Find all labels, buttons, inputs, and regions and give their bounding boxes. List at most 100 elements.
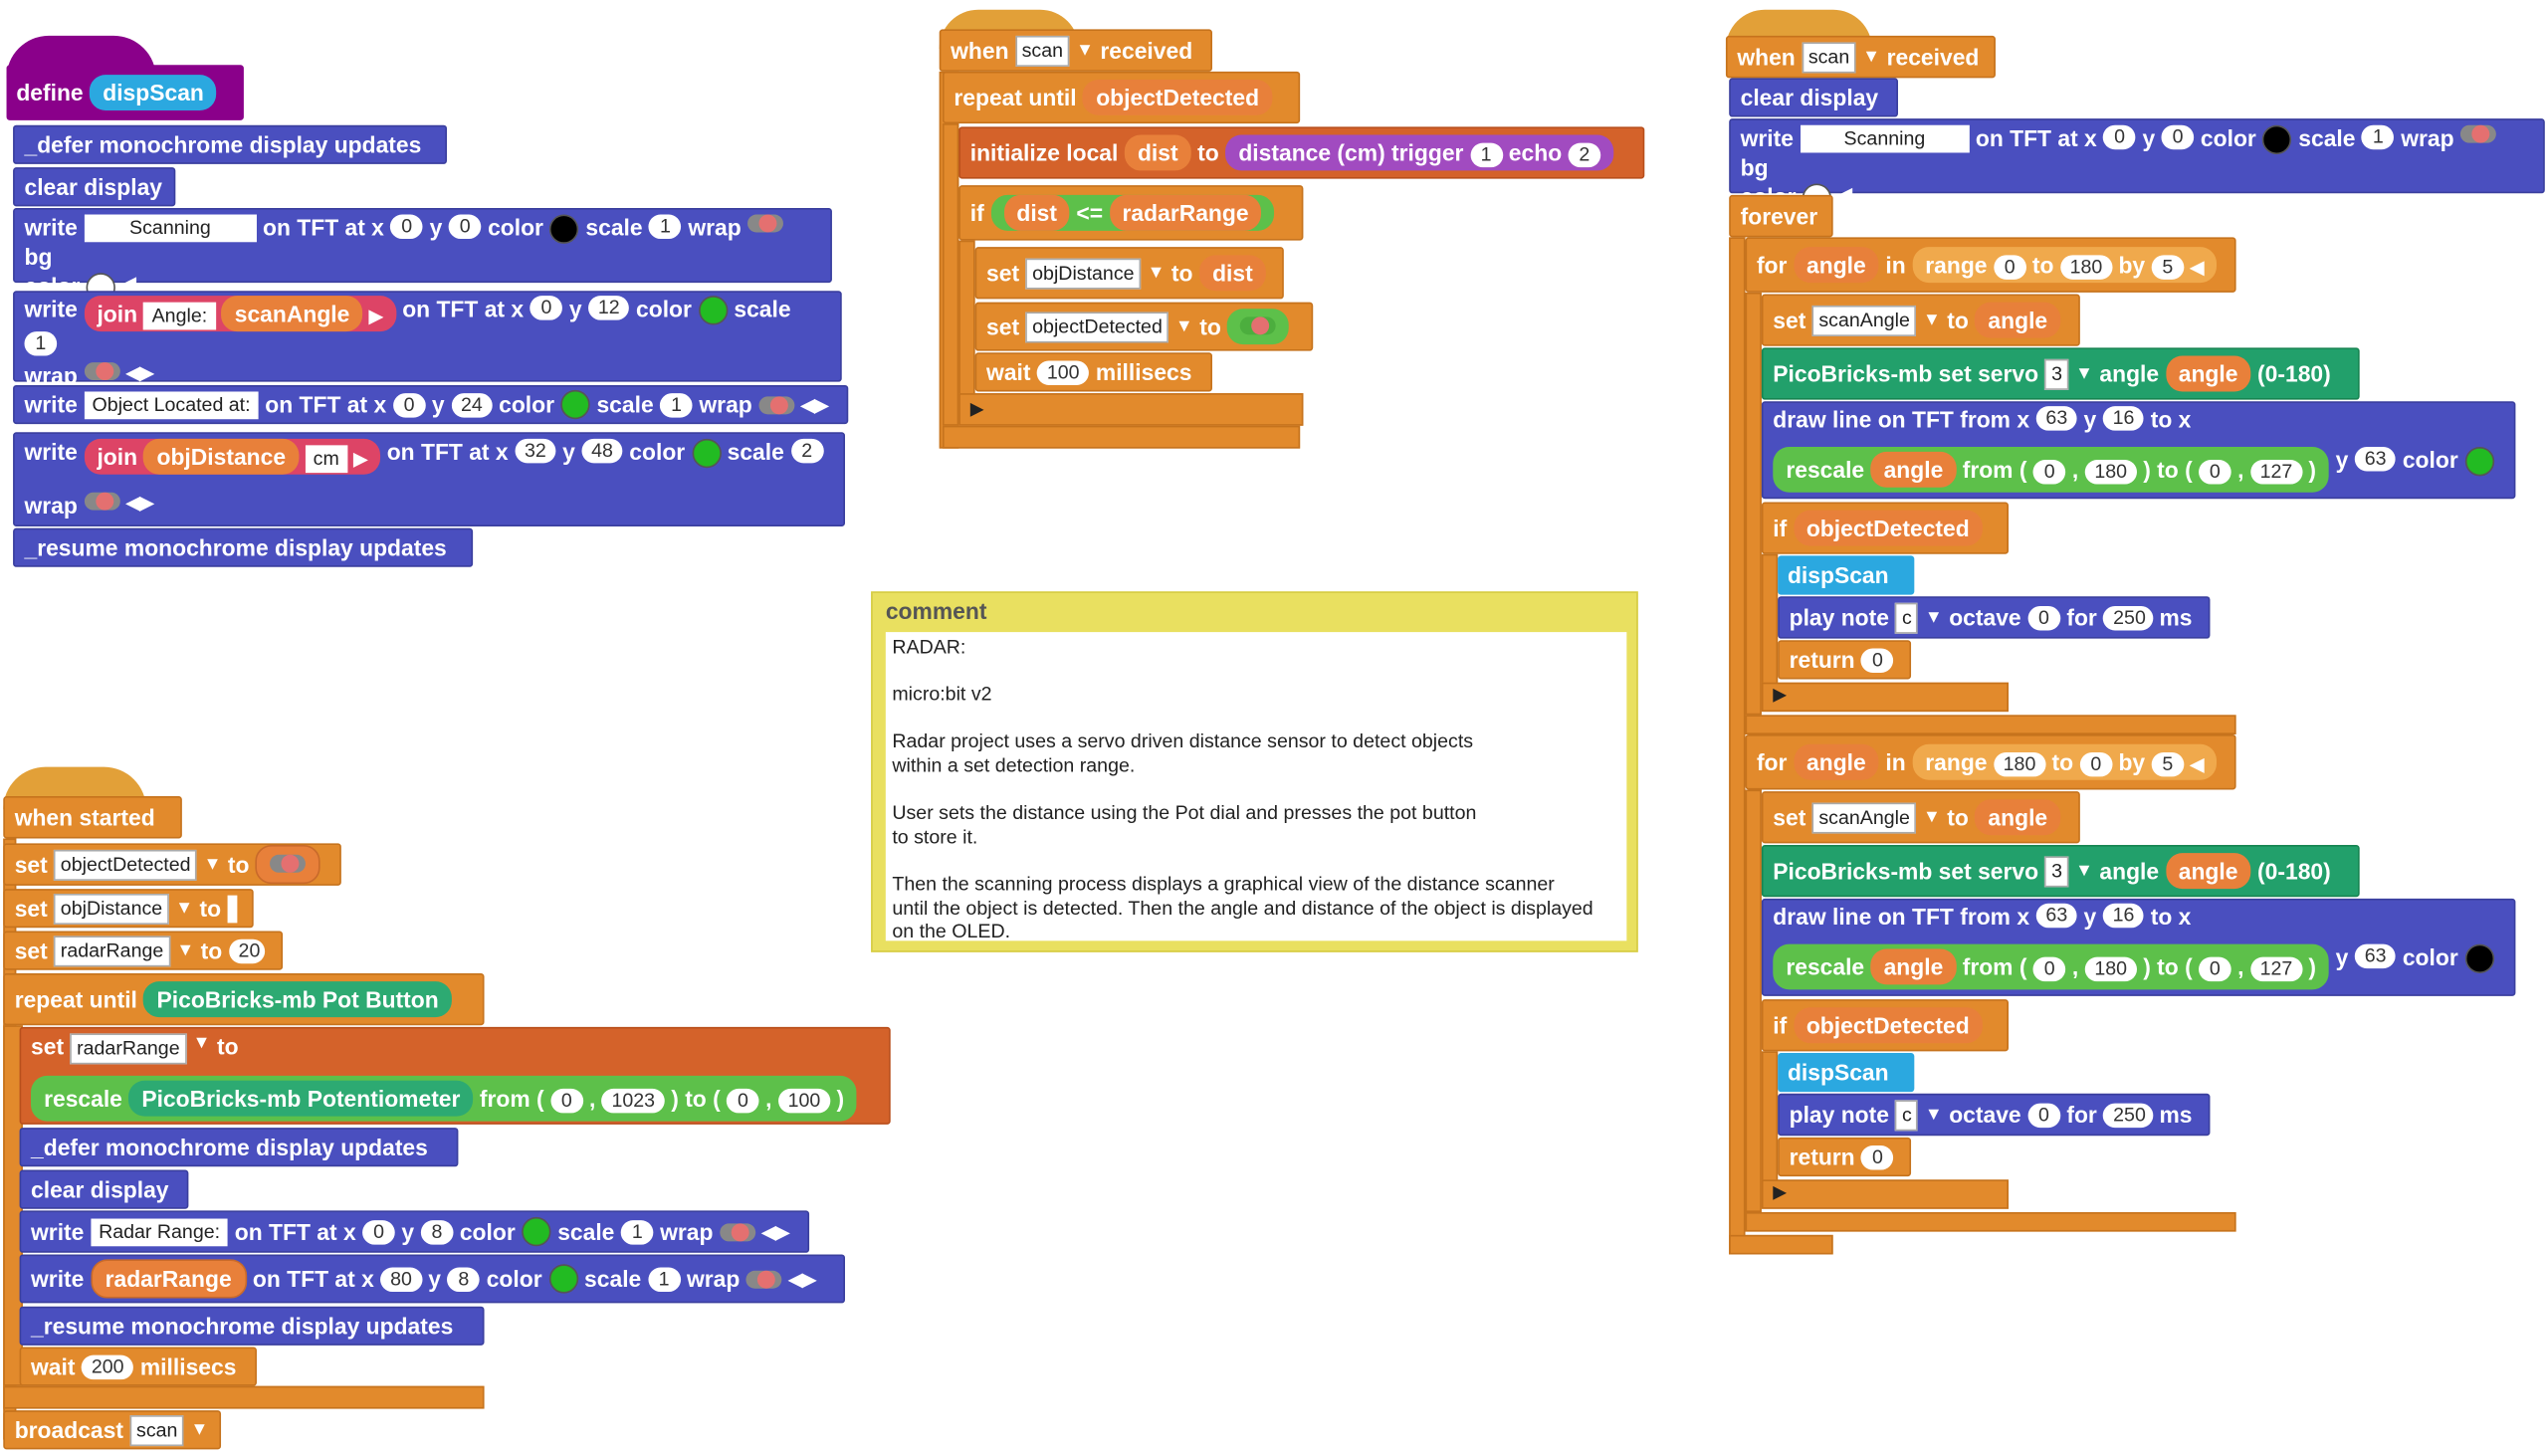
distance-reporter[interactable]: distance (cm) trigger 1 echo 2	[1225, 134, 1614, 171]
chevron-down-icon[interactable]: ▼	[1076, 40, 1094, 61]
color-swatch[interactable]	[549, 214, 579, 244]
expand-arrow-icon[interactable]: ▶	[1773, 1182, 1788, 1203]
write-radar-range-block[interactable]: write Radar Range: on TFT at x 0 y 8 col…	[19, 1210, 810, 1253]
scale-input[interactable]: 1	[649, 214, 682, 240]
x-input[interactable]: 0	[390, 214, 424, 240]
when-scan-received-hat[interactable]: when scan ▼ received	[939, 29, 1212, 72]
chevron-down-icon[interactable]: ▼	[203, 854, 222, 875]
clear-display-block[interactable]: clear display	[13, 167, 176, 207]
expand-arrows-icon[interactable]: ◀▶	[800, 395, 829, 416]
clear-display-block[interactable]: clear display	[1729, 78, 1898, 117]
when-started-hat[interactable]: when started	[3, 796, 182, 839]
wrap-toggle[interactable]	[84, 493, 120, 512]
dispScan-call-block[interactable]: dispScan	[1778, 555, 1915, 595]
set-objDistance-block[interactable]: set objDistance ▼ to dist	[974, 247, 1284, 300]
set-servo-block[interactable]: PicoBricks-mb set servo 3 ▼ angle angle …	[1761, 347, 2360, 400]
set-objectDetected-block[interactable]: set objectDetected ▼ to	[974, 302, 1314, 351]
chevron-down-icon[interactable]: ▼	[1174, 316, 1193, 336]
expand-arrow-icon[interactable]: ▶	[1773, 685, 1788, 706]
boolean-toggle[interactable]	[1227, 309, 1290, 345]
set-radarRange-rescale-block[interactable]: set radarRange ▼ to rescale PicoBricks-m…	[19, 1026, 891, 1125]
clear-display-block[interactable]: clear display	[19, 1169, 189, 1209]
boolean-toggle[interactable]	[255, 845, 321, 885]
draw-line-block[interactable]: draw line on TFT from x 63 y 16 to x res…	[1761, 401, 2516, 500]
set-objDistance-block[interactable]: set objDistance ▼ to	[3, 889, 254, 929]
set-objectDetected-block[interactable]: set objectDetected ▼ to	[3, 843, 341, 886]
chevron-down-icon[interactable]: ▼	[1922, 807, 1941, 828]
objectDetected-var[interactable]: objectDetected	[1083, 80, 1273, 115]
play-note-block[interactable]: play note c ▼ octave 0 for 250 ms	[1778, 596, 2211, 639]
set-radarRange-block[interactable]: set radarRange ▼ to 20	[3, 931, 284, 970]
color-swatch[interactable]	[522, 1216, 551, 1247]
wrap-toggle[interactable]	[745, 1269, 782, 1288]
collapse-arrow-icon[interactable]: ◀	[1837, 185, 1852, 205]
expand-arrow-icon[interactable]: ▶	[969, 399, 984, 420]
write-scanning-block[interactable]: write Scanning on TFT at x 0 y 0 color s…	[1729, 118, 2545, 213]
repeat-until-block[interactable]: repeat until objectDetected	[942, 71, 1301, 124]
if-objectDetected-block[interactable]: if objectDetected	[1761, 502, 2010, 554]
write-angle-block[interactable]: write join Angle: scanAngle ▶ on TFT at …	[13, 291, 842, 388]
write-objdistance-block[interactable]: write join objDistance cm ▶ on TFT at x …	[13, 432, 846, 526]
chevron-down-icon[interactable]: ▼	[192, 1033, 211, 1053]
for-range-block[interactable]: for angle in range 0 to 180 by 5 ◀	[1745, 237, 2236, 293]
dispScan-call-block[interactable]: dispScan	[1778, 1052, 1915, 1093]
return-block[interactable]: return 0	[1778, 1137, 1912, 1177]
wrap-toggle[interactable]	[747, 214, 784, 233]
comment-text[interactable]: RADAR: micro:bit v2 Radar project uses a…	[885, 632, 1627, 942]
initialize-local-block[interactable]: initialize local dist to distance (cm) t…	[958, 126, 1645, 179]
set-scanAngle-block[interactable]: set scanAngle ▼ to angle	[1761, 791, 2080, 844]
broadcast-block[interactable]: broadcast scan ▼	[3, 1410, 222, 1450]
defer-updates-block[interactable]: _defer monochrome display updates	[19, 1128, 459, 1167]
return-block[interactable]: return 0	[1778, 640, 1912, 680]
collapse-arrow-icon[interactable]: ◀	[121, 274, 136, 295]
chevron-down-icon[interactable]: ▼	[1862, 47, 1881, 67]
wait-block[interactable]: wait 100 millisecs	[974, 352, 1212, 392]
chevron-down-icon[interactable]: ▼	[1147, 263, 1166, 284]
comment-box[interactable]: comment RADAR: micro:bit v2 Radar projec…	[871, 591, 1638, 952]
chevron-down-icon[interactable]: ▼	[176, 940, 195, 960]
message-dropdown[interactable]: scan	[1015, 35, 1070, 67]
color-swatch[interactable]	[698, 296, 728, 325]
color-swatch[interactable]	[548, 1264, 578, 1294]
rescale-reporter[interactable]: rescale angle from ( 0 , 180 ) to ( 0 , …	[1773, 943, 2330, 989]
wrap-toggle[interactable]	[2460, 124, 2497, 143]
chevron-down-icon[interactable]: ▼	[2075, 363, 2093, 384]
expand-arrows-icon[interactable]: ◀▶	[125, 494, 154, 515]
expand-arrows-icon[interactable]: ◀▶	[125, 363, 154, 384]
rescale-reporter[interactable]: rescale angle from ( 0 , 180 ) to ( 0 , …	[1773, 446, 2330, 493]
y-input[interactable]: 0	[448, 214, 482, 240]
wrap-toggle[interactable]	[84, 362, 120, 381]
chevron-down-icon[interactable]: ▼	[190, 1419, 209, 1440]
wrap-toggle[interactable]	[720, 1222, 755, 1241]
write-scanning-block[interactable]: write Scanning on TFT at x 0 y 0 color s…	[13, 207, 832, 303]
rescale-reporter[interactable]: rescale PicoBricks-mb Potentiometer from…	[31, 1075, 858, 1122]
write-object-located-block[interactable]: write Object Located at: on TFT at x 0 y…	[13, 384, 849, 425]
expand-arrows-icon[interactable]: ◀▶	[761, 1222, 790, 1243]
wrap-toggle[interactable]	[758, 395, 795, 414]
color-swatch[interactable]	[2464, 446, 2494, 476]
write-radarRange-value-block[interactable]: write radarRange on TFT at x 80 y 8 colo…	[19, 1254, 846, 1304]
forever-block[interactable]: forever	[1729, 194, 1833, 238]
chevron-down-icon[interactable]: ▼	[2075, 861, 2093, 881]
define-block[interactable]: define dispScan	[6, 65, 244, 120]
color-swatch[interactable]	[2262, 124, 2292, 155]
if-objectDetected-block[interactable]: if objectDetected	[1761, 999, 2010, 1052]
color-swatch[interactable]	[691, 438, 722, 469]
defer-updates-block[interactable]: _defer monochrome display updates	[13, 124, 447, 164]
resume-updates-block[interactable]: _resume monochrome display updates	[13, 527, 474, 567]
chevron-down-icon[interactable]: ▼	[1922, 310, 1941, 330]
set-servo-block[interactable]: PicoBricks-mb set servo 3 ▼ angle angle …	[1761, 845, 2360, 898]
join-reporter[interactable]: join objDistance cm ▶	[84, 438, 381, 475]
set-scanAngle-block[interactable]: set scanAngle ▼ to angle	[1761, 294, 2080, 346]
chevron-down-icon[interactable]: ▼	[1924, 1105, 1943, 1125]
range-reporter[interactable]: range 0 to 180 by 5 ◀	[1912, 247, 2218, 284]
repeat-until-block[interactable]: repeat until PicoBricks-mb Pot Button	[3, 972, 485, 1026]
expand-arrows-icon[interactable]: ◀▶	[788, 1269, 816, 1290]
join-reporter[interactable]: join Angle: scanAngle ▶	[84, 296, 396, 332]
chevron-down-icon[interactable]: ▼	[1924, 607, 1943, 628]
if-block[interactable]: if dist <= radarRange	[958, 185, 1304, 241]
compare-reporter[interactable]: dist <= radarRange	[990, 194, 1275, 231]
when-scan-received-hat[interactable]: when scan ▼ received	[1725, 35, 1996, 79]
for-range-block[interactable]: for angle in range 180 to 0 by 5 ◀	[1745, 733, 2236, 790]
draw-line-block[interactable]: draw line on TFT from x 63 y 16 to x res…	[1761, 898, 2516, 996]
